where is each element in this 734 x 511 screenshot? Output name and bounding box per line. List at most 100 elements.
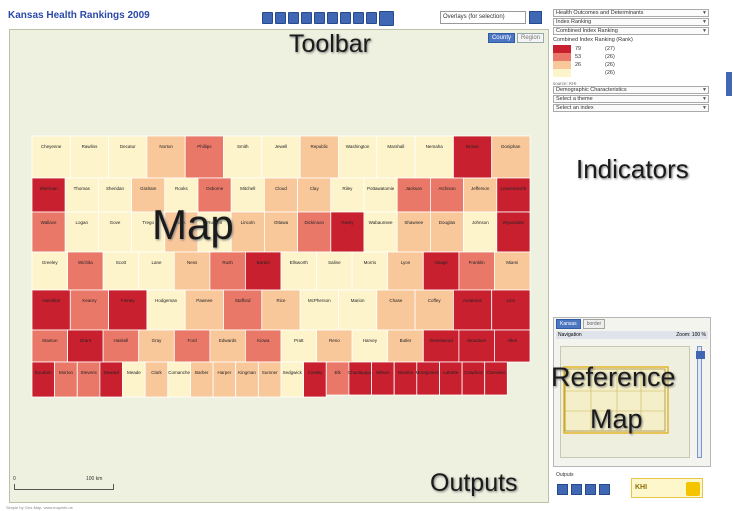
county-kingman[interactable]: [235, 361, 259, 398]
help-icon[interactable]: [379, 10, 394, 26]
county-gove[interactable]: [98, 211, 133, 253]
county-norton[interactable]: [146, 135, 186, 179]
county-sumner[interactable]: [257, 361, 282, 398]
county-pawnee[interactable]: [184, 289, 224, 331]
county-jefferson[interactable]: [463, 177, 498, 213]
county-stafford[interactable]: [223, 289, 263, 331]
county-greeley[interactable]: [31, 251, 68, 291]
county-cowley[interactable]: [303, 361, 327, 398]
county-stevens[interactable]: [76, 361, 101, 398]
pan-icon[interactable]: [288, 12, 299, 24]
county-ness[interactable]: [173, 251, 211, 291]
county-barton[interactable]: [244, 251, 282, 291]
county-morton[interactable]: [54, 361, 78, 398]
county-wallace[interactable]: [31, 211, 66, 253]
county-rawlins[interactable]: [69, 135, 109, 179]
measure-icon[interactable]: [353, 12, 364, 24]
county-barber[interactable]: [190, 361, 214, 398]
county-shawnee[interactable]: [396, 211, 431, 253]
county-ford[interactable]: [173, 329, 211, 363]
indicator-domain-select[interactable]: Health Outcomes and Determinants▼: [553, 9, 709, 17]
close-icon[interactable]: [599, 484, 610, 495]
county-washington[interactable]: [338, 135, 378, 179]
county-rooks[interactable]: [164, 177, 199, 213]
county-lane[interactable]: [138, 251, 175, 291]
county-neosho[interactable]: [393, 361, 418, 396]
county-wabaunsee[interactable]: [363, 211, 398, 253]
county-allen[interactable]: [493, 329, 531, 363]
county-phillips[interactable]: [184, 135, 224, 179]
county-crawford[interactable]: [461, 361, 486, 396]
county-grant[interactable]: [67, 329, 104, 363]
county-woodson[interactable]: [458, 329, 495, 363]
zoom-in-icon[interactable]: [262, 12, 273, 24]
county-franklin[interactable]: [458, 251, 495, 291]
county-meade[interactable]: [122, 361, 146, 398]
county-butler[interactable]: [387, 329, 424, 363]
county-bourbon[interactable]: [31, 361, 56, 398]
county-logan[interactable]: [64, 211, 99, 253]
zoom-slider-handle[interactable]: [696, 351, 705, 359]
county-chase[interactable]: [376, 289, 416, 331]
theme-select[interactable]: Select a theme▼: [553, 95, 709, 103]
county-seward[interactable]: [99, 361, 123, 398]
county-linn[interactable]: [491, 289, 531, 331]
tab-kansas[interactable]: Kansas: [556, 319, 581, 329]
county-pratt[interactable]: [280, 329, 317, 363]
county-douglas[interactable]: [429, 211, 464, 253]
identify-icon[interactable]: [340, 12, 351, 24]
county-jackson[interactable]: [396, 177, 431, 213]
county-osage[interactable]: [422, 251, 460, 291]
overlay-go-button[interactable]: [529, 11, 542, 24]
county-graham[interactable]: [131, 177, 166, 213]
county-kiowa[interactable]: [244, 329, 282, 363]
county-smith[interactable]: [223, 135, 263, 179]
county-ottawa[interactable]: [263, 211, 298, 253]
county-edwards[interactable]: [209, 329, 246, 363]
county-harper[interactable]: [212, 361, 237, 398]
county-ellsworth[interactable]: [280, 251, 317, 291]
reference-map[interactable]: [560, 346, 690, 458]
county-lyon[interactable]: [387, 251, 424, 291]
help-icon[interactable]: [557, 484, 568, 495]
county-johnson[interactable]: [463, 211, 498, 253]
full-extent-icon[interactable]: [301, 12, 312, 24]
county-doniphan[interactable]: [491, 135, 531, 179]
county-sherman[interactable]: [31, 177, 66, 213]
county-russell[interactable]: [197, 211, 232, 253]
county-brown[interactable]: [452, 135, 493, 179]
county-thomas[interactable]: [64, 177, 99, 213]
county-atchison[interactable]: [429, 177, 464, 213]
county-leavenworth[interactable]: [496, 177, 531, 213]
county-nemaha[interactable]: [414, 135, 454, 179]
previous-extent-icon[interactable]: [314, 12, 325, 24]
county-clark[interactable]: [144, 361, 169, 398]
zoom-slider[interactable]: [696, 346, 705, 458]
county-decatur[interactable]: [108, 135, 148, 179]
county-riley[interactable]: [330, 177, 365, 213]
county-marshall[interactable]: [376, 135, 416, 179]
demographic-select[interactable]: Demographic Characteristics▼: [553, 86, 709, 94]
county-lincoln[interactable]: [230, 211, 265, 253]
county-elk[interactable]: [325, 361, 350, 396]
county-haskell[interactable]: [102, 329, 140, 363]
county-pottawatomie[interactable]: [363, 177, 398, 213]
next-extent-icon[interactable]: [327, 12, 338, 24]
county-coffey[interactable]: [414, 289, 454, 331]
county-stanton[interactable]: [31, 329, 68, 363]
county-wichita[interactable]: [67, 251, 104, 291]
county-geary[interactable]: [330, 211, 365, 253]
county-jewell[interactable]: [261, 135, 301, 179]
county-comanche[interactable]: [167, 361, 191, 398]
county-reno[interactable]: [316, 329, 353, 363]
county-wyandotte[interactable]: [496, 211, 531, 253]
print-icon[interactable]: [571, 484, 582, 495]
county-republic[interactable]: [299, 135, 339, 179]
print-icon[interactable]: [366, 12, 377, 24]
county-chautauqua[interactable]: [348, 361, 372, 396]
county-mcpherson[interactable]: [299, 289, 339, 331]
county-montgomery[interactable]: [416, 361, 440, 396]
overlay-select[interactable]: Overlays (for selection): [440, 11, 526, 24]
